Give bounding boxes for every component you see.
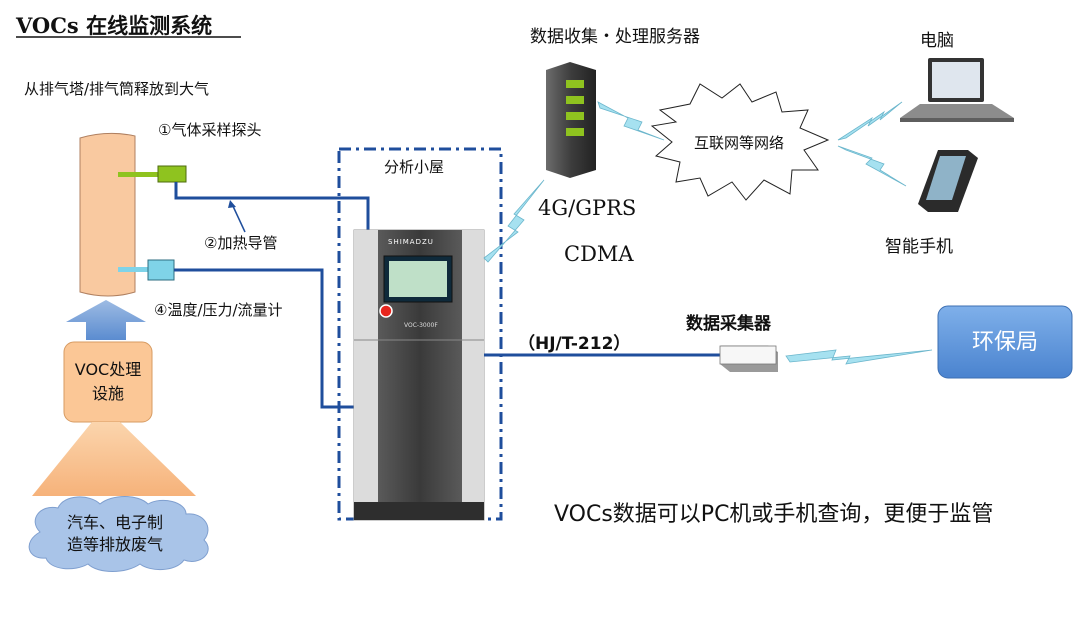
sampling-probe-head bbox=[157, 165, 187, 183]
data-collector-label: 数据采集器 bbox=[686, 314, 771, 334]
lightning-internet-to-computer bbox=[837, 101, 903, 141]
internet-label: 互联网等网络 bbox=[694, 134, 785, 152]
server-label: 数据收集・处理服务器 bbox=[530, 27, 700, 47]
analysis-house-label: 分析小屋 bbox=[384, 158, 445, 176]
server-icon bbox=[546, 62, 596, 178]
upward-arrow bbox=[66, 300, 146, 340]
voc-treatment-line1: VOC处理 bbox=[74, 360, 142, 379]
laptop-icon bbox=[900, 58, 1014, 122]
analyzer-cabinet bbox=[353, 229, 485, 521]
heated-pipe-pointer-head bbox=[228, 200, 236, 208]
sampling-probe-rod bbox=[118, 172, 160, 177]
analyzer-brand: SHIMADZU bbox=[388, 238, 434, 246]
analysis-house-border bbox=[337, 147, 503, 521]
voc-treatment-line2: 设施 bbox=[91, 384, 124, 403]
sensor-line bbox=[174, 268, 354, 409]
sampling-probe-label: ①气体采样探头 bbox=[158, 121, 262, 139]
heated-pipe-pointer bbox=[231, 203, 246, 233]
sensor-head bbox=[147, 259, 175, 281]
analyzer-model: VOC-3000F bbox=[404, 322, 438, 329]
network-cdma-label: CDMA bbox=[564, 242, 634, 266]
lightning-analyzer-to-network bbox=[483, 179, 545, 263]
page-title: VOCs 在线监测系统 bbox=[16, 13, 213, 38]
epa-label: 环保局 bbox=[971, 330, 1038, 355]
protocol-label: （HJ/T-212） bbox=[518, 334, 631, 354]
exhaust-line1: 汽车、电子制 bbox=[66, 513, 163, 532]
exhaust-label: 汽车、电子制 造等排放废气 bbox=[40, 512, 190, 556]
lightning-internet-to-phone bbox=[837, 145, 907, 187]
emission-source-note: 从排气塔/排气筒释放到大气 bbox=[24, 80, 210, 98]
sensors-label: ④温度/压力/流量计 bbox=[154, 301, 283, 319]
lightning-collector-to-epa bbox=[785, 349, 933, 365]
voc-treatment-label: VOC处理 设施 bbox=[64, 358, 152, 406]
footer-note: VOCs数据可以PC机或手机查询，更便于监管 bbox=[554, 502, 994, 527]
heated-pipe-label: ②加热导管 bbox=[204, 234, 278, 252]
exhaust-line2: 造等排放废气 bbox=[66, 535, 163, 554]
exhaust-cloud bbox=[28, 496, 209, 572]
network-4g-label: 4G/GPRS bbox=[538, 196, 637, 220]
lightning-server-to-internet bbox=[597, 101, 665, 141]
smartphone-label: 智能手机 bbox=[885, 237, 953, 257]
smartphone-icon bbox=[918, 150, 978, 212]
computer-label: 电脑 bbox=[920, 31, 954, 51]
epa-box bbox=[937, 305, 1073, 379]
heated-pipe-line bbox=[174, 182, 370, 232]
emission-cone bbox=[32, 422, 196, 496]
sensor-rod bbox=[118, 267, 152, 272]
data-collector-device bbox=[719, 345, 778, 372]
internet-burst bbox=[650, 83, 830, 201]
